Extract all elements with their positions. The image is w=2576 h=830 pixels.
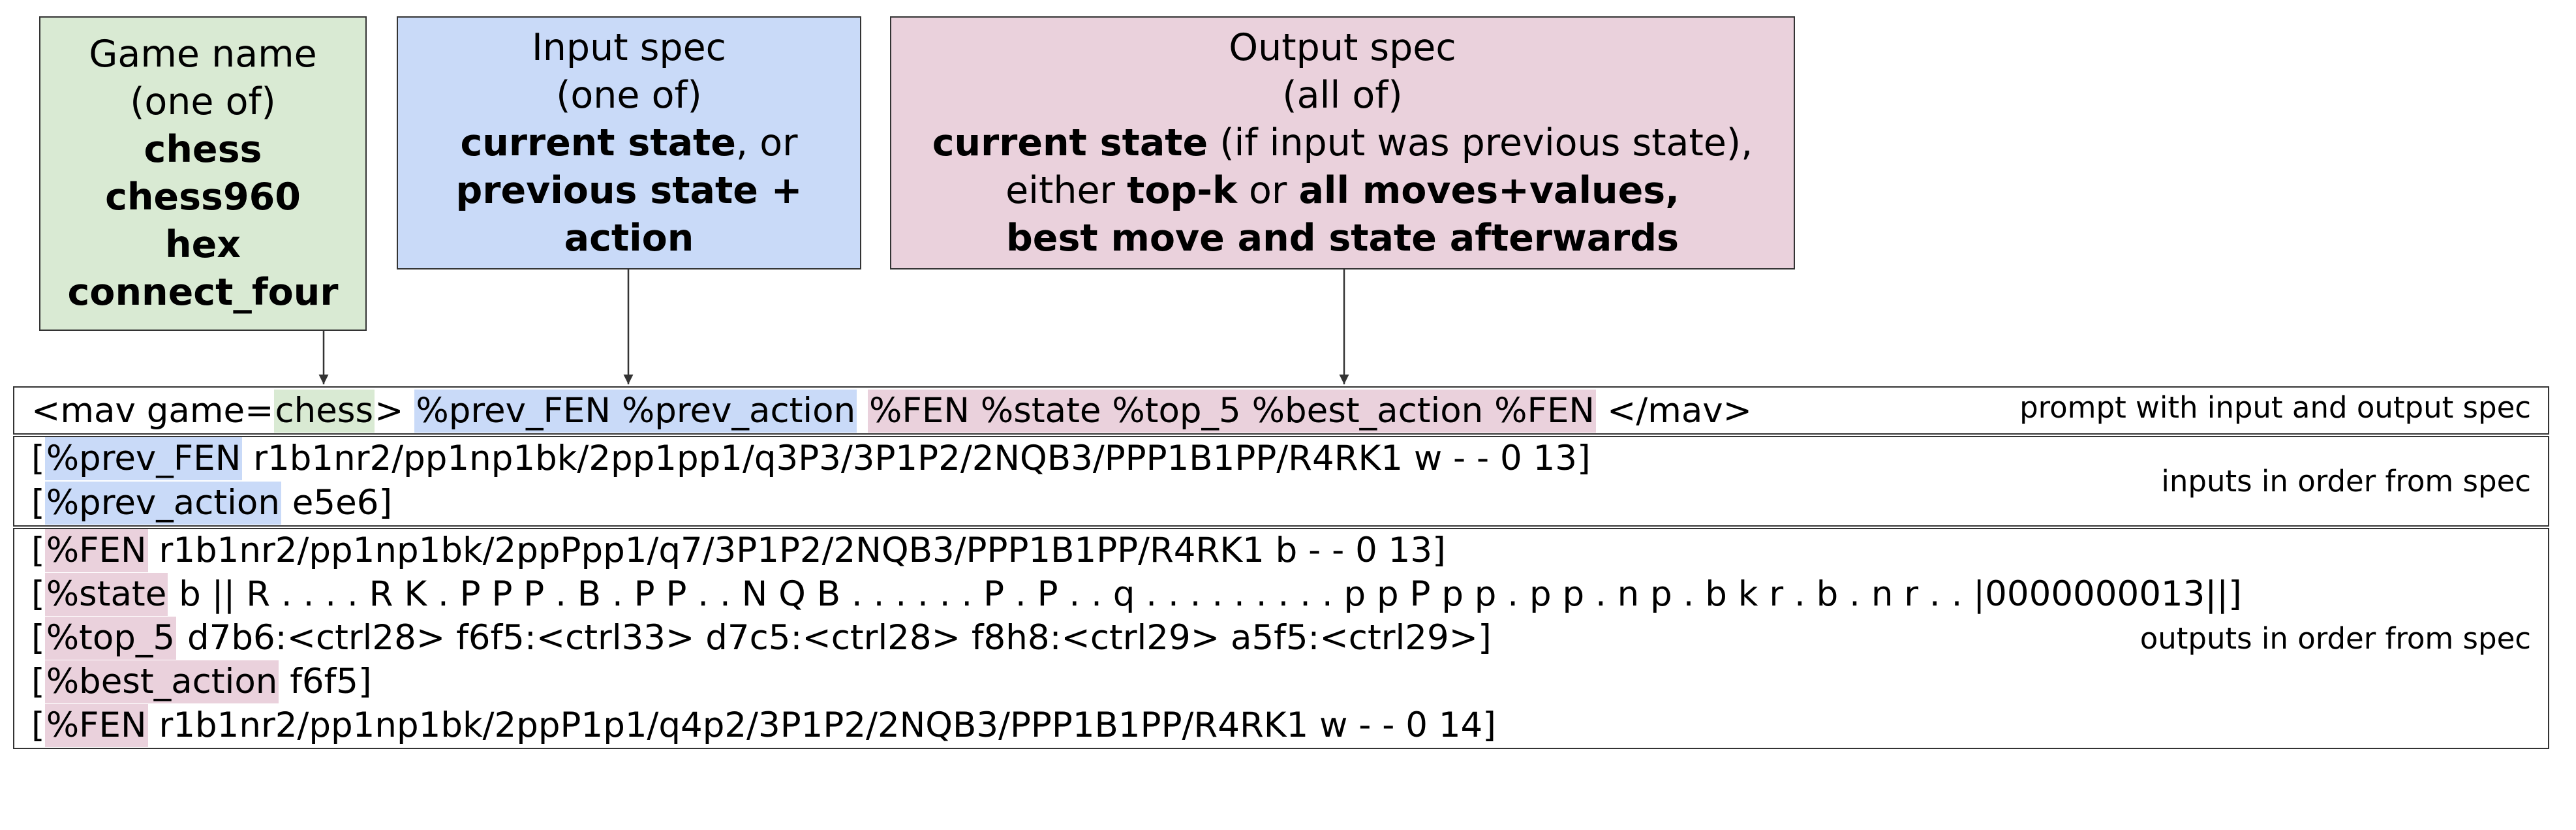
prompt-game-token: chess: [273, 390, 375, 433]
game-box-title: Game name: [89, 33, 317, 76]
prompt-note: prompt with input and output spec: [2019, 390, 2531, 425]
state-token: %state: [44, 573, 168, 616]
game-option-connect-four: connect_four: [67, 271, 339, 314]
prompt-frame: <mav game=chess> %prev_FEN %prev_action …: [13, 386, 2549, 435]
input-row-prev-action: [%prev_action e5e6]: [31, 482, 392, 525]
input-option-current-state: current state, or: [460, 119, 797, 167]
input-option-previous-state: previous state +: [455, 168, 803, 212]
input-box-qualifier: (one of): [556, 73, 702, 117]
prompt-open-tag-close: >: [375, 391, 404, 431]
output-item-moves: either top-k or all moves+values,: [1005, 167, 1679, 215]
game-option-chess: chess: [144, 128, 262, 171]
prompt-end-tag: </mav>: [1606, 391, 1753, 431]
output-either-text: either: [1005, 168, 1127, 212]
prev-action-value: e5e6]: [292, 483, 393, 523]
best-action-token: %best_action: [44, 660, 279, 703]
output-box-qualifier: (all of): [1282, 73, 1403, 117]
input-option-action: action: [564, 216, 694, 260]
input-box-title: Input spec: [532, 25, 726, 69]
output-item-current-state: current state (if input was previous sta…: [932, 119, 1753, 167]
prompt-line: <mav game=chess> %prev_FEN %prev_action …: [31, 390, 1752, 433]
outputs-frame: [%FEN r1b1nr2/pp1np1bk/2ppPpp1/q7/3P1P2/…: [13, 528, 2549, 749]
output-or-text: or: [1236, 168, 1299, 212]
output-top-k-label: top-k: [1127, 168, 1237, 212]
input-option-separator: , or: [735, 121, 798, 164]
input-option-current-state-label: current state: [460, 121, 736, 164]
outputs-note: outputs in order from spec: [2139, 621, 2531, 656]
output-all-moves-label: all moves+values,: [1298, 168, 1679, 212]
inputs-note: inputs in order from spec: [2161, 464, 2531, 499]
output-current-state-label: current state: [932, 121, 1208, 164]
output-row-state: [%state b || R . . . . R K . P P P . B .…: [31, 573, 2242, 616]
input-row-prev-fen: [%prev_FEN r1b1nr2/pp1np1bk/2pp1pp1/q3P3…: [31, 437, 1591, 480]
output-row-fen-after: [%FEN r1b1nr2/pp1np1bk/2ppP1p1/q4p2/3P1P…: [31, 704, 1496, 747]
output-row-top-5: [%top_5 d7b6:<ctrl28> f6f5:<ctrl33> d7c5…: [31, 617, 1492, 660]
best-action-value: f6f5]: [290, 662, 372, 701]
state-value: b || R . . . . R K . P P P . B . P P . .…: [179, 574, 2242, 614]
prev-action-token: %prev_action: [44, 482, 281, 525]
game-option-chess960: chess960: [105, 176, 301, 219]
prompt-open-tag: <mav game=: [31, 391, 274, 431]
fen-value: r1b1nr2/pp1np1bk/2ppPpp1/q7/3P1P2/2NQB3/…: [159, 530, 1446, 570]
fen-after-token: %FEN: [44, 704, 148, 747]
fen-token: %FEN: [44, 529, 148, 572]
prompt-input-spec: %prev_FEN %prev_action: [414, 390, 857, 433]
output-current-state-note: (if input was previous state),: [1208, 121, 1753, 164]
output-row-best-action: [%best_action f6f5]: [31, 660, 372, 703]
game-option-hex: hex: [164, 223, 241, 266]
output-box-title: Output spec: [1229, 25, 1456, 69]
prompt-output-spec: %FEN %state %top_5 %best_action %FEN: [868, 390, 1597, 433]
inputs-frame: [%prev_FEN r1b1nr2/pp1np1bk/2pp1pp1/q3P3…: [13, 436, 2549, 527]
top-5-value: d7b6:<ctrl28> f6f5:<ctrl33> d7c5:<ctrl28…: [187, 618, 1492, 658]
prev-fen-value: r1b1nr2/pp1np1bk/2pp1pp1/q3P3/3P1P2/2NQB…: [253, 438, 1591, 478]
input-spec-box: Input spec (one of) current state, or pr…: [397, 16, 861, 269]
game-box-qualifier: (one of): [130, 80, 276, 123]
top-5-token: %top_5: [44, 617, 177, 660]
prev-fen-token: %prev_FEN: [44, 437, 243, 480]
output-spec-box: Output spec (all of) current state (if i…: [890, 16, 1795, 269]
game-name-box: Game name (one of) chess chess960 hex co…: [39, 16, 367, 331]
fen-after-value: r1b1nr2/pp1np1bk/2ppP1p1/q4p2/3P1P2/2NQB…: [159, 705, 1496, 745]
output-item-best-move: best move and state afterwards: [1005, 216, 1679, 260]
output-row-fen: [%FEN r1b1nr2/pp1np1bk/2ppPpp1/q7/3P1P2/…: [31, 529, 1446, 572]
